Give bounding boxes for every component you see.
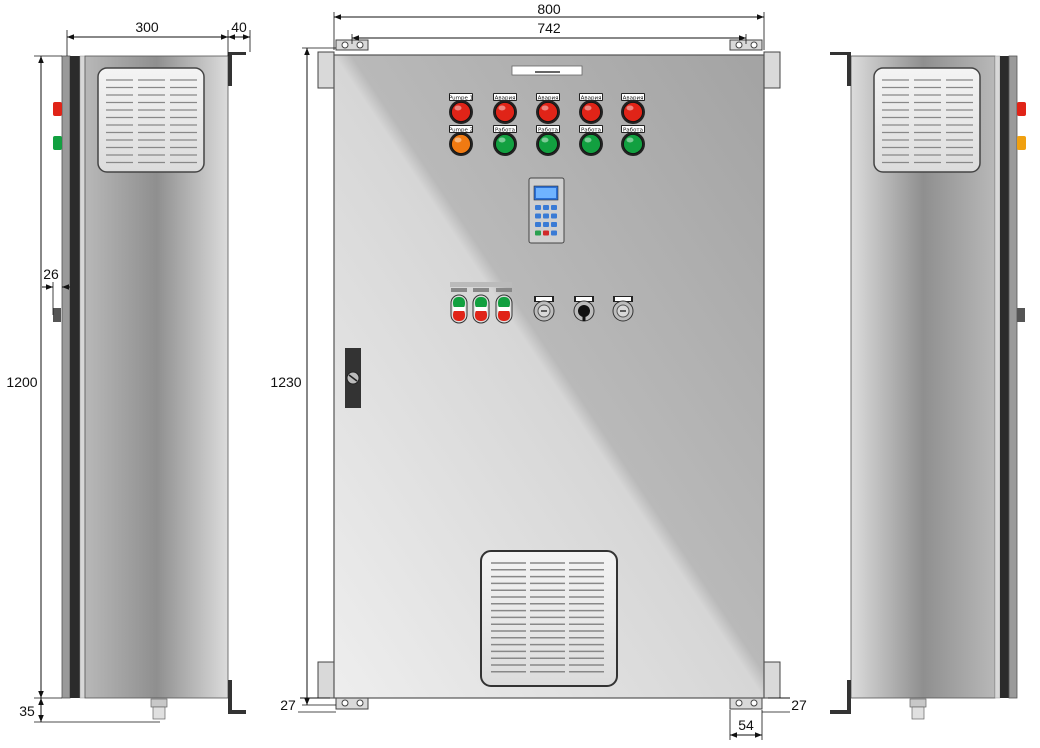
dim-front-height: 1230 xyxy=(270,374,301,390)
pilot-light-label: Работа xyxy=(538,128,558,134)
pilot-light-label: Работа xyxy=(623,128,643,134)
pilot-light: Работа xyxy=(493,125,517,156)
dim-side-offset: 26 xyxy=(43,266,59,282)
pilot-light-label: Авария xyxy=(581,96,602,102)
dim-front-width: 800 xyxy=(537,1,561,17)
door-handle-icon xyxy=(345,348,361,408)
hmi-key[interactable] xyxy=(535,213,541,219)
door-vent-grill-icon xyxy=(480,550,618,687)
front-view: Pumpe 1 Авария Авария Авария Авария Pumpe 2 Р… xyxy=(317,39,781,710)
pilot-light: Работа xyxy=(536,125,560,156)
key-switch-icon[interactable] xyxy=(573,296,595,322)
dim-side-width: 300 xyxy=(135,19,159,35)
selector-switch-icon[interactable] xyxy=(533,296,555,322)
side-lamp-red xyxy=(1017,102,1026,116)
pilot-light-label: Работа xyxy=(495,128,515,134)
vent-grill-icon xyxy=(97,67,205,173)
pilot-light: Авария xyxy=(621,93,645,124)
hmi-key[interactable] xyxy=(543,230,549,236)
side-lamp-amber xyxy=(1017,136,1026,150)
hmi-key[interactable] xyxy=(543,205,549,210)
hmi-key[interactable] xyxy=(543,213,549,219)
potentiometer-icon[interactable] xyxy=(612,296,634,322)
hmi-key[interactable] xyxy=(535,230,541,236)
hmi-key[interactable] xyxy=(535,222,541,227)
nameplate xyxy=(511,65,583,76)
cable-gland-icon xyxy=(150,698,168,720)
pilot-light-label: Авария xyxy=(538,96,559,102)
side-latch-icon xyxy=(1017,308,1025,322)
dimension-lines xyxy=(34,12,790,740)
pilot-light: Pumpe 2 xyxy=(449,125,473,156)
dim-door-width: 742 xyxy=(537,20,561,36)
start-stop-pushbutton[interactable] xyxy=(450,288,468,324)
hmi-key[interactable] xyxy=(535,205,541,210)
dim-foot-right: 27 xyxy=(791,697,807,713)
pilot-light: Работа xyxy=(579,125,603,156)
side-latch-icon xyxy=(53,308,61,322)
pilot-light: Авария xyxy=(579,93,603,124)
start-stop-pushbutton[interactable] xyxy=(495,288,513,324)
side-lamp-red xyxy=(53,102,62,116)
left-side-view xyxy=(53,52,246,720)
pilot-light-label: Pumpe 2 xyxy=(449,128,473,134)
vent-grill-icon xyxy=(873,67,981,173)
side-lamp-green xyxy=(53,136,62,150)
pilot-lights-row-1: Pumpe 1 Авария Авария Авария Авария xyxy=(449,93,645,124)
hmi-key[interactable] xyxy=(551,213,557,219)
pilot-light: Авария xyxy=(536,93,560,124)
selector-switch-group xyxy=(533,296,634,322)
right-side-view xyxy=(830,52,1026,720)
dim-side-base: 35 xyxy=(19,703,35,719)
pilot-light: Работа xyxy=(621,125,645,156)
dim-foot-width: 54 xyxy=(738,717,754,733)
hmi-key[interactable] xyxy=(543,222,549,227)
start-stop-pushbutton[interactable] xyxy=(472,288,490,324)
pilot-light-label: Работа xyxy=(581,128,601,134)
pilot-light: Pumpe 1 xyxy=(449,93,473,124)
pushbutton-group xyxy=(450,282,513,324)
pilot-light-label: Pumpe 1 xyxy=(449,96,473,102)
dim-foot-left: 27 xyxy=(280,697,296,713)
pilot-lights-row-2: Pumpe 2 Работа Работа Работа Работа xyxy=(449,125,645,156)
hmi-keypad-icon[interactable] xyxy=(528,177,565,244)
cable-gland-icon xyxy=(909,698,927,720)
pilot-light-label: Авария xyxy=(495,96,516,102)
hmi-key[interactable] xyxy=(551,230,557,236)
dim-mount-depth: 40 xyxy=(231,19,247,35)
pilot-light: Авария xyxy=(493,93,517,124)
pilot-light-label: Авария xyxy=(623,96,644,102)
hmi-key[interactable] xyxy=(551,205,557,210)
dim-side-height: 1200 xyxy=(6,374,37,390)
hmi-key[interactable] xyxy=(551,222,557,227)
